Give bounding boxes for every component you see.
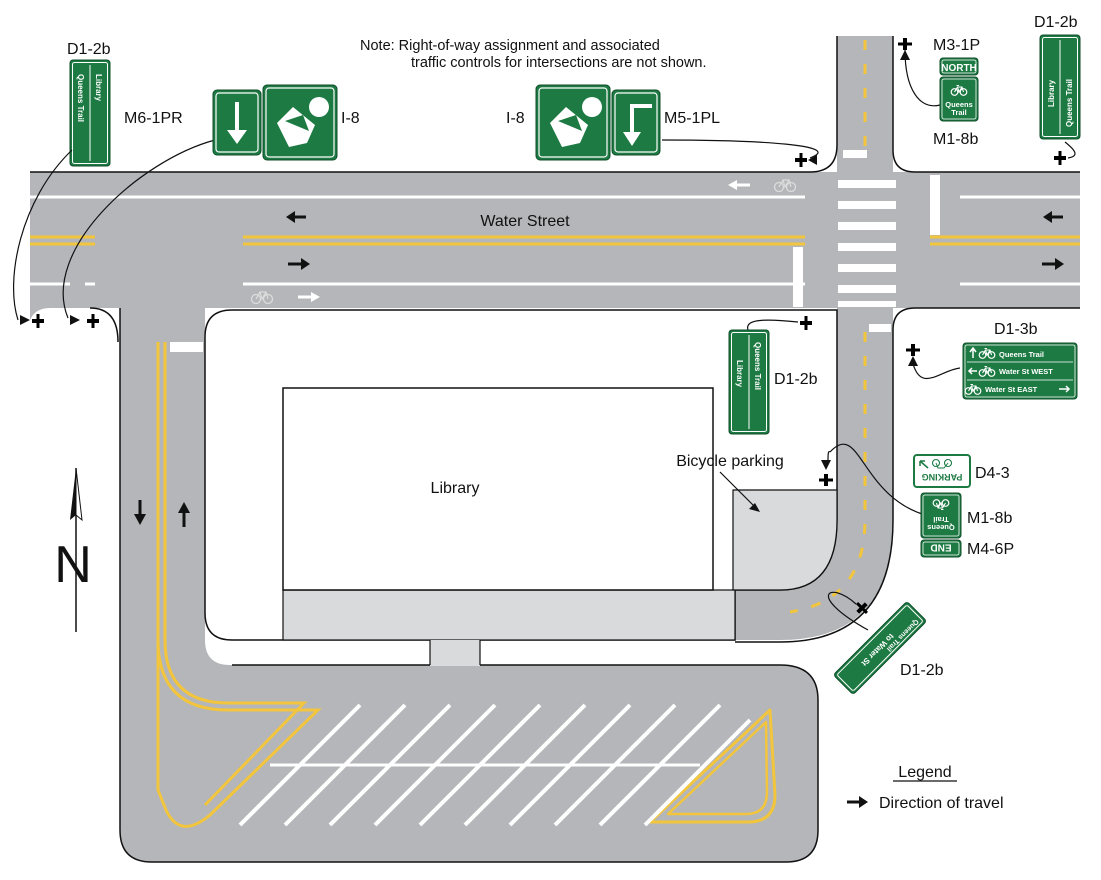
svg-text:Trail: Trail: [933, 515, 948, 524]
sign-code-d4-3: D4-3: [975, 465, 1010, 482]
sign-m3-1p: NORTH: [939, 57, 979, 76]
svg-text:Water St EAST: Water St EAST: [985, 385, 1038, 394]
sign-d1-2b-ne: Library Queens Trail: [1039, 34, 1081, 140]
sign-m1-8b-south: Queens Trail: [920, 492, 962, 539]
parking-loop-roadway: [120, 300, 818, 862]
legend-direction-label: Direction of travel: [879, 795, 1004, 812]
street-name: Water Street: [480, 213, 570, 230]
crosswalk: [838, 180, 896, 307]
sign-code-m6-1pr: M6-1PR: [124, 110, 183, 127]
bicycle-parking-pad: [732, 489, 838, 591]
sign-code-d1-2b-center: D1-2b: [774, 371, 818, 388]
svg-text:Queens Trail: Queens Trail: [999, 350, 1044, 359]
sign-code-i-8-west: I-8: [341, 110, 360, 127]
svg-text:Queens: Queens: [927, 523, 955, 532]
sign-m5-1pl: [611, 89, 661, 156]
sign-code-d1-2b-se: D1-2b: [900, 662, 944, 679]
svg-text:NORTH: NORTH: [941, 63, 977, 74]
sign-i-8-east: [535, 84, 611, 161]
sign-code-m4-6p: M4-6P: [967, 541, 1014, 558]
sign-m1-8b-north: Queens Trail: [939, 76, 979, 122]
library-label: Library: [431, 480, 480, 497]
svg-text:Water St WEST: Water St WEST: [999, 367, 1053, 376]
note-line-2: traffic controls for intersections are n…: [411, 55, 707, 71]
library-grounds: [282, 387, 838, 666]
sign-d1-3b: Queens Trail Water St WEST Water St EAST: [962, 342, 1078, 400]
sign-code-m1-8b-north: M1-8b: [933, 131, 978, 148]
legend-title: Legend: [898, 764, 951, 781]
svg-text:Library: Library: [94, 74, 103, 102]
north-letter: N: [54, 536, 92, 594]
svg-text:Queens Trail: Queens Trail: [1065, 79, 1074, 127]
sign-code-m1-8b-south: M1-8b: [967, 510, 1012, 527]
sign-m4-6p: END: [920, 539, 962, 558]
sign-code-m3-1p: M3-1P: [933, 37, 980, 54]
library-building: [282, 387, 714, 591]
sign-d4-3: PARKING: [913, 454, 971, 488]
sign-code-m5-1pl: M5-1PL: [664, 110, 720, 127]
sign-code-i-8-east: I-8: [506, 110, 525, 127]
sign-code-d1-2b-ne: D1-2b: [1034, 14, 1078, 31]
svg-text:END: END: [930, 542, 951, 553]
north-arrow: N: [54, 467, 92, 632]
sign-i-8-west: [262, 84, 338, 161]
east-connector-roadway: [735, 300, 893, 640]
sign-code-d1-2b-nw: D1-2b: [67, 41, 111, 58]
water-street-roadway: [30, 172, 1080, 308]
sign-d1-2b-nw: Queens Trail Library: [69, 59, 111, 167]
note-line-1: Note: Right-of-way assignment and associ…: [360, 38, 660, 54]
svg-text:Queens Trail: Queens Trail: [753, 342, 762, 390]
pavement-markings: [30, 40, 1080, 828]
sign-m6-1pr: [212, 89, 262, 156]
bicycle-parking-label: Bicycle parking: [676, 453, 784, 470]
svg-text:Trail: Trail: [951, 108, 966, 117]
lane-arrows: [134, 211, 1064, 527]
sidewalk: [282, 589, 736, 641]
legend: Legend Direction of travel: [847, 764, 1004, 812]
svg-text:Queens: Queens: [945, 100, 973, 109]
svg-text:PARKING: PARKING: [922, 472, 963, 482]
sign-d1-2b-center: Library Queens Trail: [728, 329, 770, 435]
svg-text:Library: Library: [735, 360, 744, 388]
sign-code-d1-3b: D1-3b: [994, 321, 1038, 338]
library-walkway: [430, 640, 480, 666]
svg-text:Library: Library: [1047, 79, 1056, 107]
svg-text:Queens Trail: Queens Trail: [76, 74, 85, 122]
